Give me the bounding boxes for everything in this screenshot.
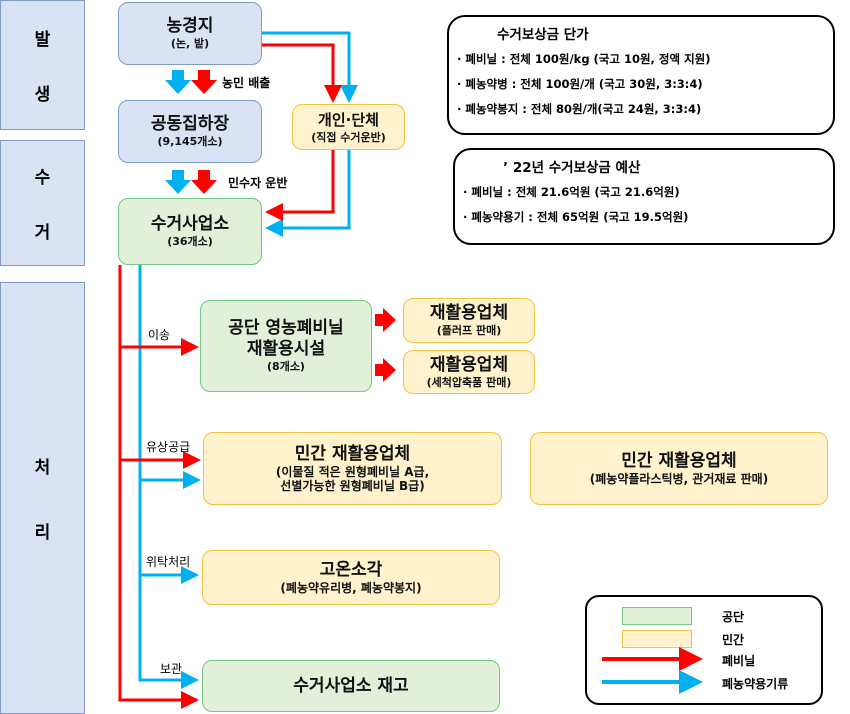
node-sub: (세척압축품 판매) [426, 375, 512, 389]
node-individual: 개인·단체(직접 수거운반) [292, 104, 405, 150]
node-title: 개인·단체 [318, 110, 379, 129]
stage-char: 발 [34, 30, 51, 50]
node-collect-point: 공동집하장(9,145개소) [118, 100, 262, 163]
node-sub: (직접 수거운반) [311, 130, 386, 144]
node-title: 재활용시설 [246, 339, 326, 359]
price-item: · 폐농약병 : 전체 100원/개 (국고 30원, 3:3:4) [457, 77, 703, 91]
node-title: 공동집하장 [150, 114, 230, 134]
label-farmer: 농민 배출 [222, 76, 271, 90]
stage-char: 리 [34, 523, 51, 543]
stage-char: 생 [34, 85, 51, 105]
node-sub: (이물질 적은 원형폐비닐 A급, [275, 465, 430, 479]
node-sub: (플러프 판매) [436, 324, 502, 337]
label-paid: 유상공급 [146, 440, 191, 454]
label-contractor: 민수자 운반 [228, 176, 288, 190]
legend-label: 폐농약용기류 [722, 677, 789, 691]
node-title: 수거사업소 재고 [293, 675, 409, 696]
node-title: 재활용업체 [429, 303, 509, 323]
budget-title: ’ 22년 수거보상금 예산 [503, 160, 641, 176]
stage-char: 수 [34, 168, 51, 188]
node-title: 민간 재활용업체 [294, 444, 411, 464]
node-sub: (논, 밭) [170, 37, 210, 50]
legend-label: 공단 [722, 610, 745, 624]
node-farm: 농경지(논, 밭) [118, 2, 262, 65]
node-sub: (폐농약유리병, 폐농약봉지) [280, 581, 422, 595]
node-title: 공단 영농폐비닐 [228, 318, 344, 338]
budget-item: · 폐비닐 : 전체 21.6억원 (국고 21.6억원) [463, 185, 680, 199]
budget-box: ’ 22년 수거보상금 예산 · 폐비닐 : 전체 21.6억원 (국고 21.… [453, 148, 835, 245]
node-sub: (8개소) [267, 360, 305, 373]
node-sub: (36개소) [167, 235, 213, 248]
node-sub: (9,145개소) [157, 135, 223, 148]
legend-label: 민간 [722, 633, 745, 647]
legend-swatch-yellow [622, 630, 692, 648]
node-private-recycler: 민간 재활용업체(이물질 적은 원형폐비닐 A급,선별가능한 원형폐비닐 B급) [203, 432, 502, 505]
node-recycler-compressed: 재활용업체(세척압축품 판매) [403, 350, 535, 394]
price-item: · 폐비닐 : 전체 100원/kg (국고 10원, 정액 지원) [457, 52, 711, 66]
legend-arrows [602, 647, 703, 694]
node-private-recycler-2: 민간 재활용업체(폐농약플라스틱병, 관거재료 판매) [530, 432, 828, 505]
node-stock: 수거사업소 재고 [202, 660, 500, 712]
node-title: 재활용업체 [429, 354, 509, 375]
stage-char: 거 [34, 223, 51, 243]
node-incinerate: 고온소각(폐농약유리병, 폐농약봉지) [202, 550, 500, 605]
legend: 공단 민간 폐비닐 폐농약용기류 [585, 595, 823, 705]
node-center: 수거사업소(36개소) [118, 198, 262, 265]
label-transfer: 이송 [148, 328, 171, 342]
legend-label: 폐비닐 [722, 654, 756, 668]
node-title: 수거사업소 [150, 214, 230, 234]
node-recycler-fluff: 재활용업체(플러프 판매) [403, 298, 535, 343]
legend-swatch-green [622, 607, 692, 625]
node-title: 고온소각 [319, 560, 383, 580]
node-sub: 선별가능한 원형폐비닐 B급) [280, 479, 425, 493]
budget-item: · 폐농약용기 : 전체 65억원 (국고 19.5억원) [463, 210, 689, 224]
price-box: 수거보상금 단가 · 폐비닐 : 전체 100원/kg (국고 10원, 정액 … [447, 15, 835, 135]
stage-char: 처 [34, 458, 51, 478]
node-sub: (폐농약플라스틱병, 관거재료 판매) [589, 472, 769, 486]
label-storage: 보관 [160, 662, 183, 676]
down-arrows [165, 70, 396, 382]
label-consign: 위탁처리 [146, 555, 191, 569]
node-title: 민간 재활용업체 [621, 451, 737, 471]
price-item: · 폐농약봉지 : 전체 80원/개(국고 24원, 3:3:4) [457, 102, 702, 116]
price-title: 수거보상금 단가 [497, 27, 589, 43]
node-title: 농경지 [166, 16, 214, 36]
